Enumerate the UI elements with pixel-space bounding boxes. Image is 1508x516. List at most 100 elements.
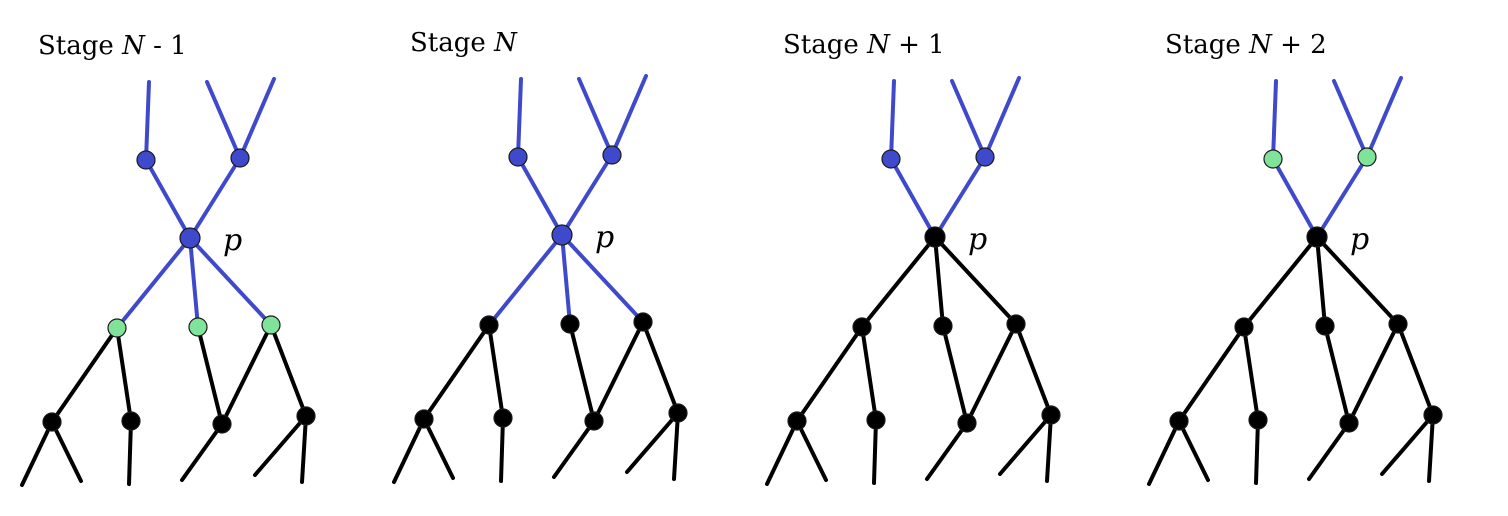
node-p [551,224,573,246]
mid-node [188,317,208,337]
lower-edge [127,419,133,486]
bottom-node [1041,405,1061,425]
p-lower-edge [188,236,200,329]
p-lower-edge [1315,235,1327,328]
lower-edge [941,324,969,425]
upper-edge [610,74,648,157]
upper-edge [205,80,242,160]
lower-edge [1177,325,1246,423]
lower-edge [568,322,596,423]
bottom-node [42,412,62,432]
lower-edge [592,320,645,423]
bottom-node [493,408,513,428]
mid-node [933,316,953,336]
stage-title-suffix: + 1 [890,30,945,60]
node-p-label: p [595,220,614,255]
p-lower-edge [560,233,645,324]
bottom-node [1248,410,1268,430]
lower-edge [50,420,83,483]
lower-edge [253,414,308,477]
upper-edge [188,156,242,240]
top-node [1263,149,1283,169]
stage-title: Stage N + 2 [1165,30,1327,60]
mid-node [479,315,499,335]
p-lower-edge [860,235,937,329]
upper-edge [560,153,614,237]
node-p [179,227,201,249]
node-p-label: p [223,223,242,258]
stage-title: Stage N [410,28,518,58]
node-p [924,226,946,248]
stage-title-prefix: Stage [783,30,867,60]
top-node [508,147,528,167]
upper-edge [950,79,987,159]
lower-edge [625,411,680,474]
lower-edge [1254,418,1260,485]
upper-edge [577,77,614,157]
mid-node [261,315,281,335]
mid-node [1315,316,1335,336]
bottom-node [584,411,604,431]
top-node [1357,147,1377,167]
lower-edge [925,421,969,481]
stage-title-variable: N [866,30,891,60]
lower-edge [300,414,308,484]
bottom-node [866,410,886,430]
stage-title-prefix: Stage [410,28,494,58]
lower-edge [20,420,54,487]
upper-edge [238,77,276,160]
stage-title: Stage N - 1 [38,31,187,61]
lower-edge [765,419,799,486]
upper-edge [889,79,896,161]
top-node [602,145,622,165]
lower-edge [872,418,878,485]
stage-panel: Stage N + 1 p [765,30,1061,486]
upper-edge [1332,79,1369,159]
lower-edge [1307,421,1351,481]
lower-edge [180,422,224,482]
lower-edge [795,419,828,482]
p-lower-edge [115,236,192,330]
stage-title-prefix: Stage [1165,30,1249,60]
node-p [1306,226,1328,248]
upper-edge [1271,79,1278,161]
lower-edge [1014,322,1053,417]
stage-title-variable: N [493,28,518,58]
p-lower-edge [933,235,945,328]
lower-edge [422,417,455,480]
bottom-node [296,406,316,426]
mid-node [1006,314,1026,334]
bottom-node [787,411,807,431]
upper-edge [144,80,151,162]
lower-edge [860,325,878,422]
upper-edge [1271,157,1319,239]
bottom-node [1169,411,1189,431]
bottom-node [668,403,688,423]
p-lower-edge [487,233,564,327]
top-node [881,149,901,169]
lower-edge [1177,419,1210,482]
node-p-label: p [968,222,987,257]
p-lower-edge [188,236,273,327]
upper-edge [144,158,192,240]
lower-edge [672,411,680,481]
top-node [230,148,250,168]
top-node [975,147,995,167]
lower-edge [487,323,505,420]
lower-edge [1380,413,1435,476]
mid-node [633,312,653,332]
stage-title-variable: N [1248,30,1273,60]
lower-edge [269,323,308,418]
lower-edge [641,320,680,415]
bottom-node [1339,413,1359,433]
lower-edge [1242,325,1260,422]
lower-edge [965,322,1018,425]
mid-node [560,314,580,334]
p-lower-edge [560,233,572,326]
lower-edge [1396,322,1435,417]
mid-node [1388,314,1408,334]
lower-edge [50,326,119,424]
stage-title-prefix: Stage [38,31,122,61]
lower-edge [422,323,491,421]
